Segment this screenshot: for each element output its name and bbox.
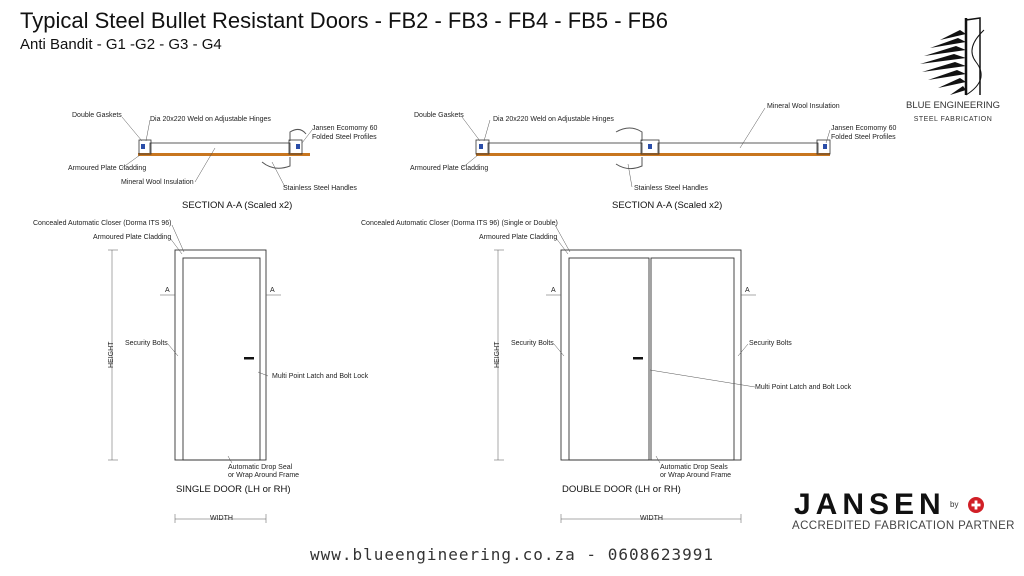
label-jansen-profile-1: Jansen Ecomomy 60 xyxy=(312,125,377,132)
frame-left-icon xyxy=(475,139,490,155)
jansen-by: by xyxy=(950,500,959,509)
label-jansen-profile-1: Jansen Ecomomy 60 xyxy=(831,125,896,132)
label-height: HEIGHT xyxy=(494,341,501,368)
label-armoured: Armoured Plate Cladding xyxy=(93,234,171,241)
label-handles: Stainless Steel Handles xyxy=(283,185,357,192)
label-drop-seal-2: or Wrap Around Frame xyxy=(228,472,299,479)
swiss-cross-icon xyxy=(968,497,984,513)
label-latch: Multi Point Latch and Bolt Lock xyxy=(272,373,369,380)
door-leaf-left-insulation xyxy=(487,142,643,155)
handle-bottom-icon xyxy=(615,157,643,170)
label-mineral-wool: Mineral Wool Insulation xyxy=(767,103,840,110)
caption-single-door: SINGLE DOOR (LH or RH) xyxy=(176,484,291,495)
label-double-gaskets: Double Gaskets xyxy=(414,112,464,119)
door-handle-icon xyxy=(633,357,643,360)
section-marker-left: A xyxy=(551,287,556,294)
label-armoured: Armoured Plate Cladding xyxy=(410,165,488,172)
label-height: HEIGHT xyxy=(108,341,115,368)
section-marker-left: A xyxy=(165,287,170,294)
frame-right-icon xyxy=(288,139,303,155)
label-weld-hinges: Dia 20x220 Weld on Adjustable Hinges xyxy=(150,116,271,123)
page-subtitle: Anti Bandit - G1 -G2 - G3 - G4 xyxy=(20,36,222,53)
page-title: Typical Steel Bullet Resistant Doors - F… xyxy=(20,8,668,33)
caption-section-double: SECTION A-A (Scaled x2) xyxy=(612,200,722,211)
label-latch: Multi Point Latch and Bolt Lock xyxy=(755,384,852,391)
label-width: WIDTH xyxy=(210,515,233,522)
label-security-bolts-right: Security Bolts xyxy=(749,340,792,347)
label-armoured: Armoured Plate Cladding xyxy=(68,165,146,172)
frame-left-icon xyxy=(138,139,152,155)
label-security-bolts: Security Bolts xyxy=(125,340,168,347)
label-width: WIDTH xyxy=(640,515,663,522)
accredited-partner: ACCREDITED FABRICATION PARTNER xyxy=(792,520,1015,532)
caption-double-door: DOUBLE DOOR (LH or RH) xyxy=(562,484,681,495)
elevation-single: HEIGHT WIDTH Concealed Automatic Closer … xyxy=(33,220,369,523)
brand-tagline: STEEL FABRICATION xyxy=(913,116,993,123)
label-mineral-wool: Mineral Wool Insulation xyxy=(121,179,194,186)
door-frame-outer xyxy=(174,249,267,461)
label-drop-seal-2: or Wrap Around Frame xyxy=(660,472,731,479)
cladding-strip-double xyxy=(476,153,830,156)
label-drop-seal-1: Automatic Drop Seals xyxy=(660,464,728,471)
door-leaf-insulation xyxy=(149,142,291,155)
caption-section-single: SECTION A-A (Scaled x2) xyxy=(182,200,292,211)
label-closer: Concealed Automatic Closer (Dorma ITS 96… xyxy=(33,220,172,227)
label-security-bolts-left: Security Bolts xyxy=(511,340,554,347)
brand-name: BLUE ENGINEERING xyxy=(906,100,1000,111)
label-jansen-profile-2: Folded Steel Profiles xyxy=(831,134,896,141)
label-jansen-profile-2: Folded Steel Profiles xyxy=(312,134,377,141)
section-double: Double Gaskets Dia 20x220 Weld on Adjust… xyxy=(410,103,896,211)
label-handles: Stainless Steel Handles xyxy=(634,185,708,192)
cladding-strip xyxy=(138,153,310,156)
door-leaf-left xyxy=(568,257,650,461)
jansen-logo: JANSEN xyxy=(794,488,946,521)
handle-bottom-icon xyxy=(261,157,291,169)
spiral-staircase-logo-icon xyxy=(920,17,985,96)
label-armoured: Armoured Plate Cladding xyxy=(479,234,557,241)
door-leaf-right-insulation xyxy=(657,142,819,155)
label-double-gaskets: Double Gaskets xyxy=(72,112,122,119)
section-marker-right: A xyxy=(270,287,275,294)
handle-top-icon xyxy=(615,127,643,141)
label-closer: Concealed Automatic Closer (Dorma ITS 96… xyxy=(361,220,558,227)
door-handle-icon xyxy=(244,357,254,360)
frame-right-icon xyxy=(816,139,831,155)
handle-top-icon xyxy=(289,128,307,141)
door-leaf-right xyxy=(650,257,735,461)
door-leaf xyxy=(182,257,261,461)
section-marker-right: A xyxy=(745,287,750,294)
footer-website[interactable]: www.blueengineering.co.za - 0608623991 xyxy=(309,545,715,564)
label-weld-hinges: Dia 20x220 Weld on Adjustable Hinges xyxy=(493,116,614,123)
meeting-stile-icon xyxy=(640,139,660,155)
section-single: Double Gaskets Dia 20x220 Weld on Adjust… xyxy=(68,112,377,211)
label-drop-seal-1: Automatic Drop Seal xyxy=(228,464,293,471)
elevation-double: HEIGHT WIDTH Concealed Automatic Closer … xyxy=(361,220,852,523)
